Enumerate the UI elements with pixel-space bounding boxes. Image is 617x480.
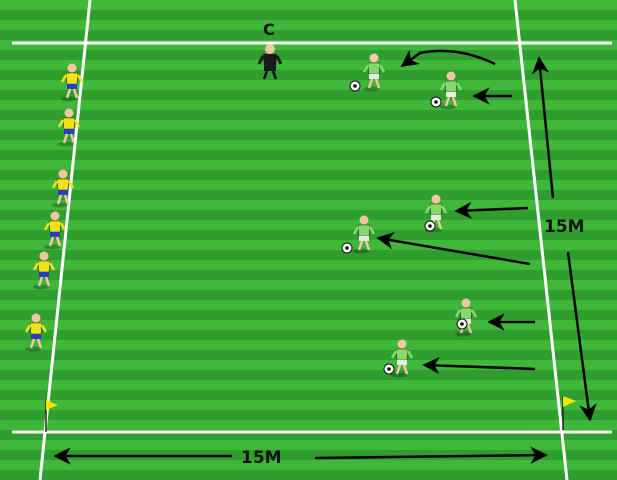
height-measure-label: 15M bbox=[544, 217, 585, 237]
soccer-ball-icon bbox=[457, 319, 467, 329]
soccer-ball-icon bbox=[425, 221, 435, 231]
coach-label: C bbox=[263, 20, 275, 39]
soccer-ball-icon bbox=[431, 97, 441, 107]
soccer-ball-icon bbox=[342, 243, 352, 253]
soccer-ball-icon bbox=[384, 364, 394, 374]
soccer-ball-icon bbox=[350, 81, 360, 91]
width-measure-label: 15M bbox=[241, 448, 282, 468]
